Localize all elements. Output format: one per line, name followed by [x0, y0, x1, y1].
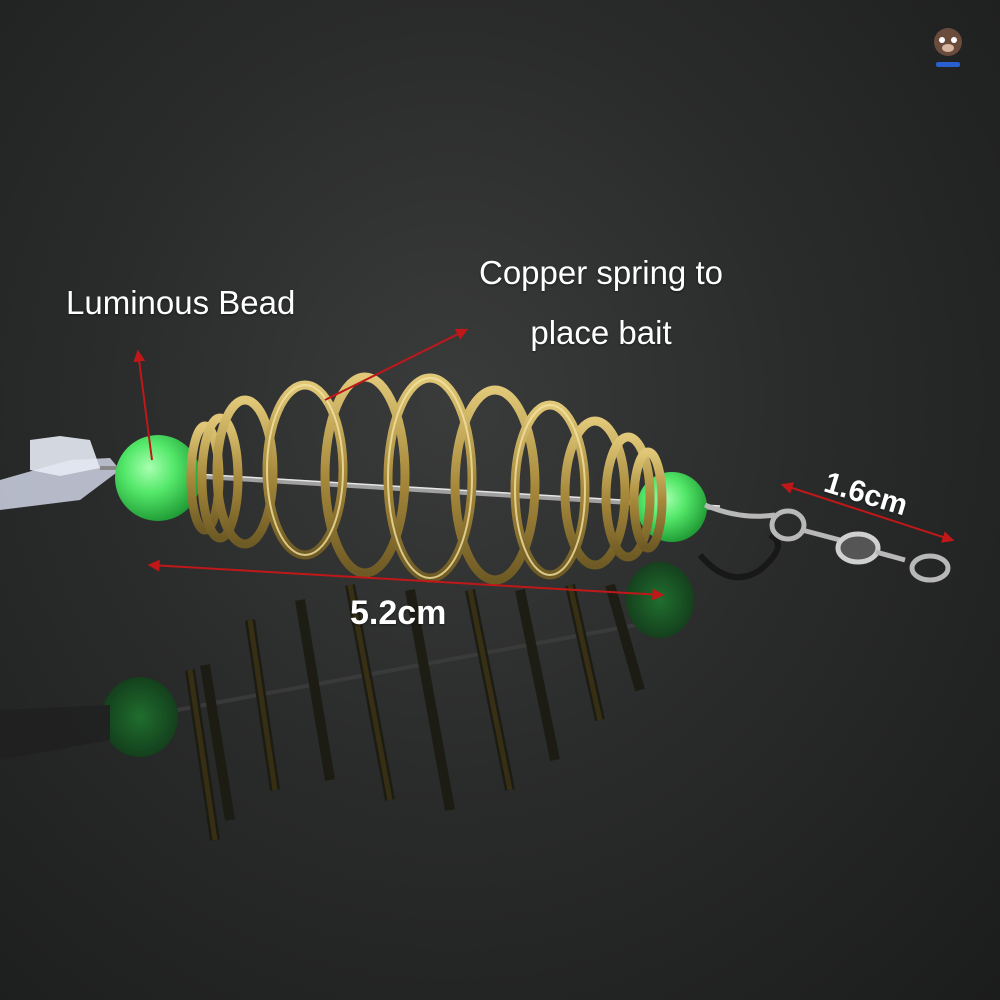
copper-spring-label-line1: Copper spring to: [479, 254, 723, 291]
length-label: 5.2cm: [350, 594, 447, 632]
mascot-logo-icon: [934, 28, 962, 67]
annotation-arrows: [133, 328, 955, 601]
luminous-bead-left: [115, 435, 201, 521]
reflection: [0, 532, 781, 841]
bead-arrow: [133, 349, 153, 461]
fishing-line: [0, 436, 130, 510]
length-arrow: [147, 559, 665, 601]
luminous-bead-label: Luminous Bead: [66, 284, 296, 321]
luminous-bead-right: [637, 472, 707, 542]
spring-arrow: [324, 328, 469, 401]
diameter-arrow: [780, 482, 955, 543]
copper-spring-label-line2: place bait: [530, 314, 672, 351]
copper-spring-label: Copper spring to place bait: [456, 243, 746, 363]
swivel-clip: [704, 502, 951, 583]
